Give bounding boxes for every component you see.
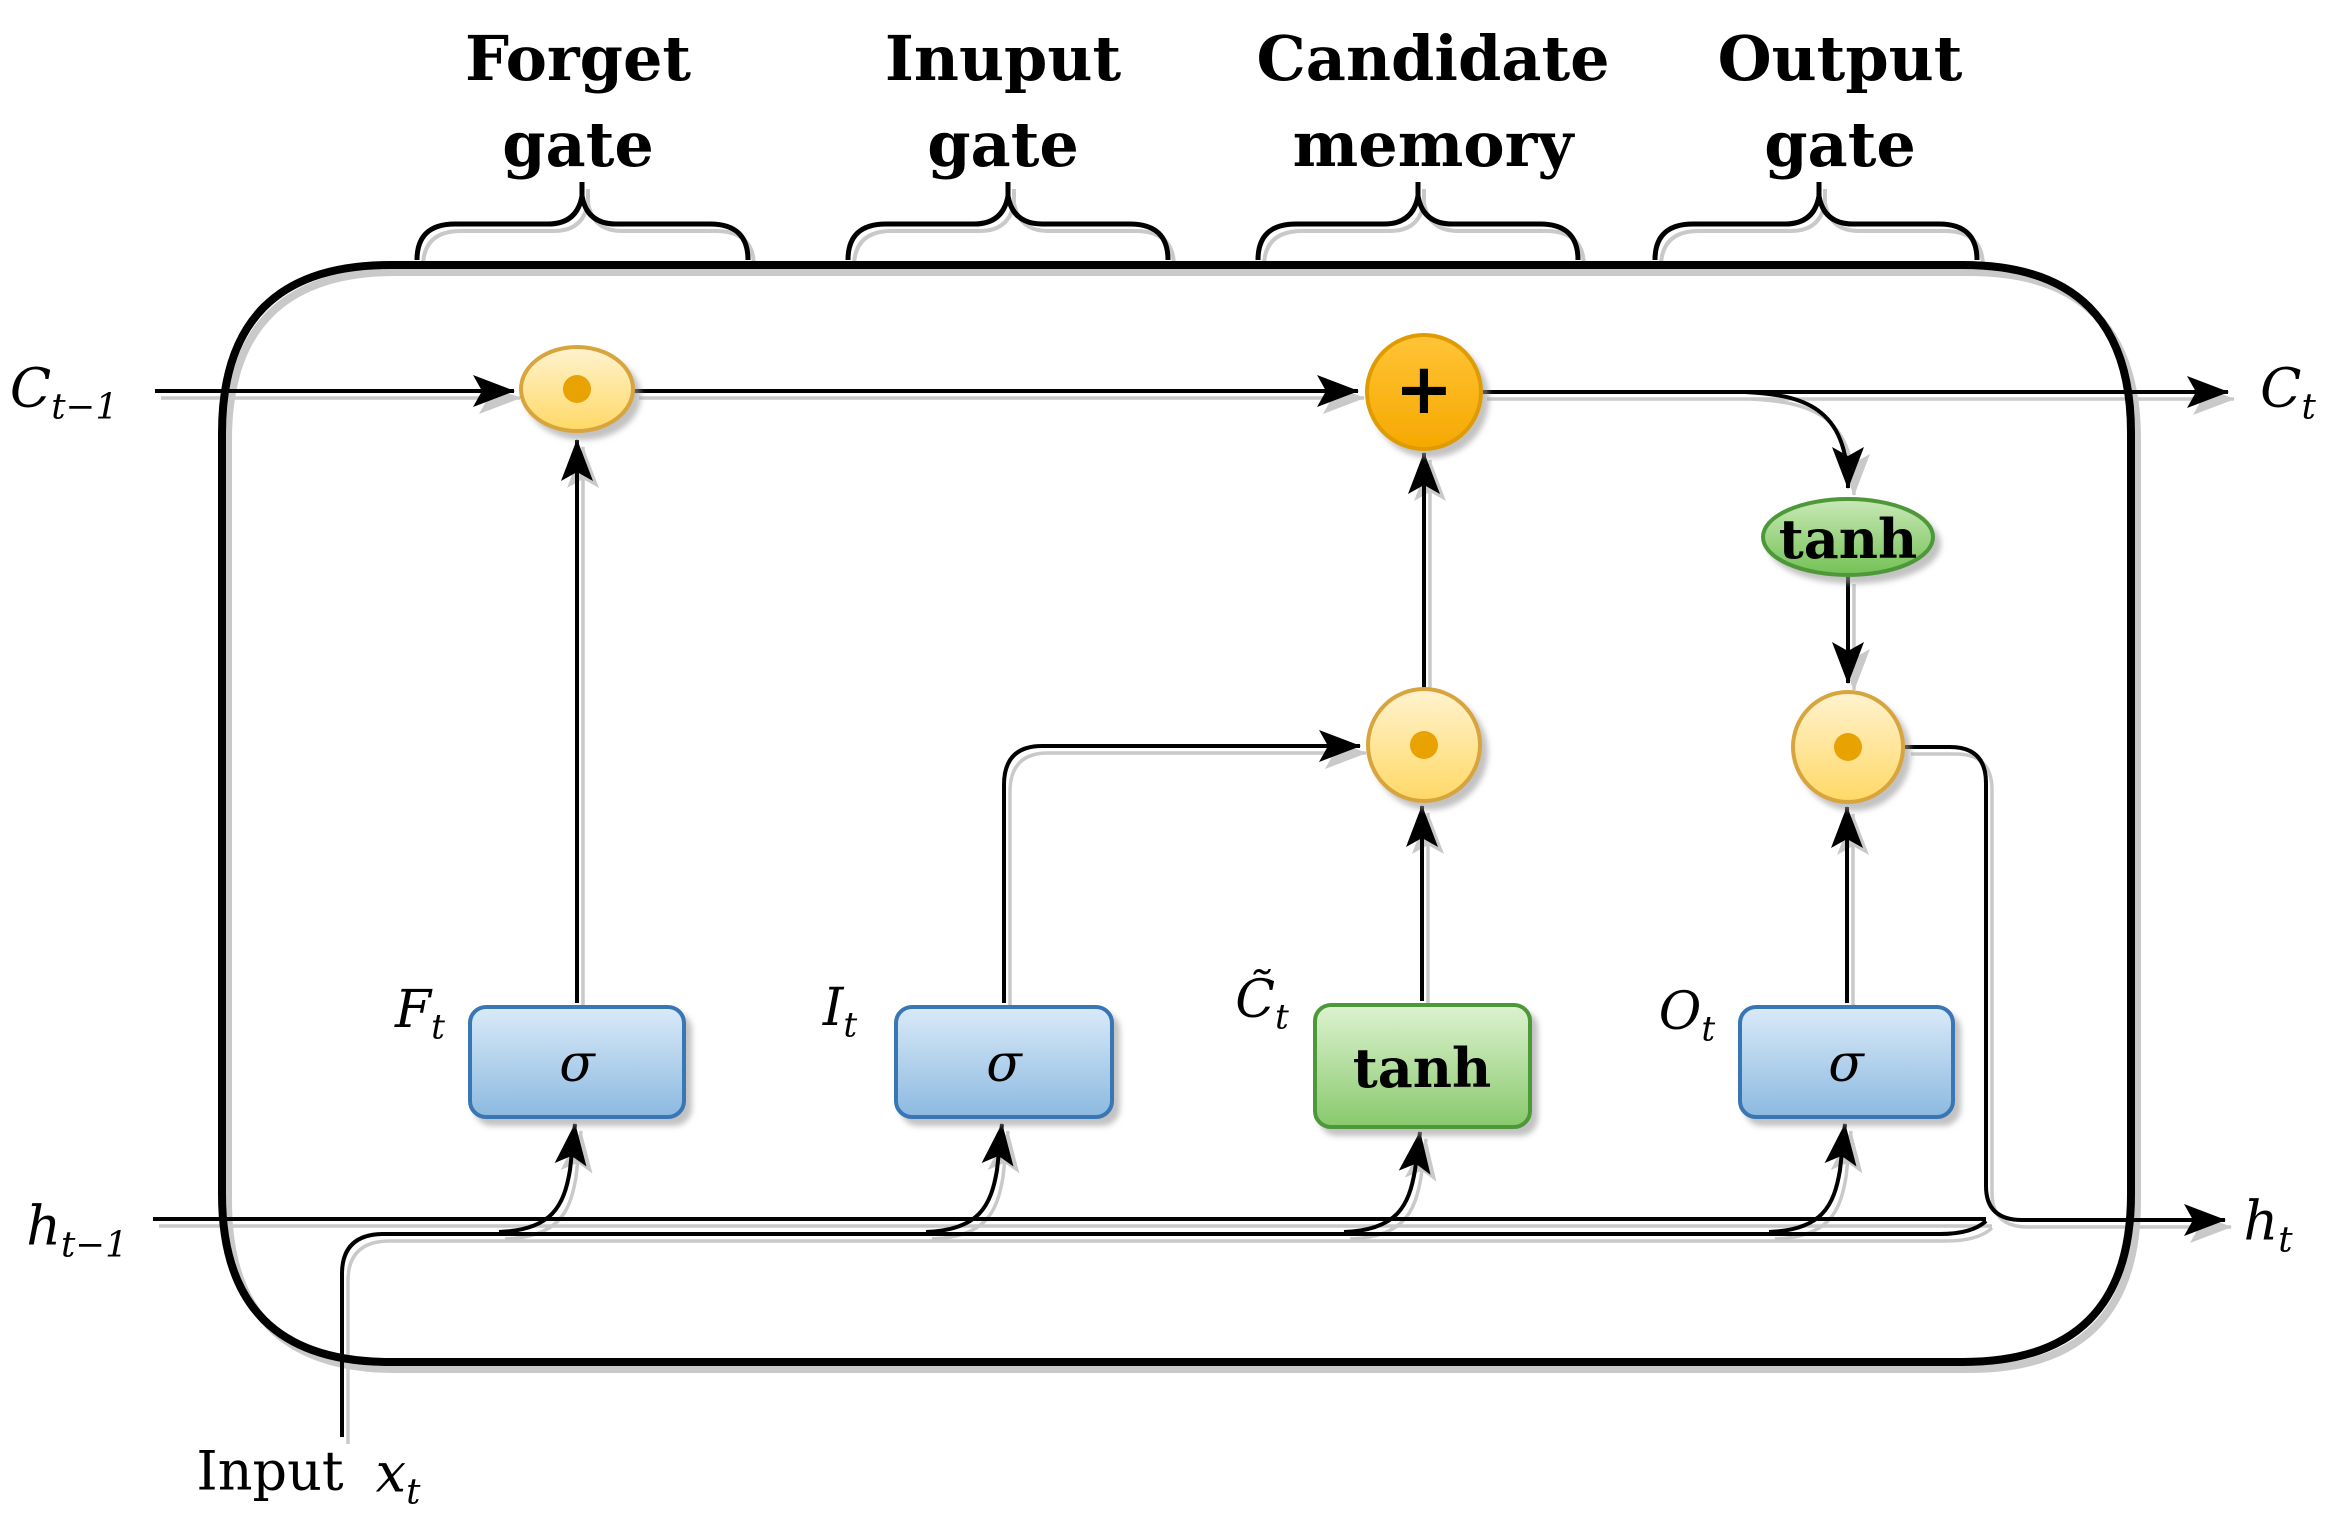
gate-title-candidate: Candidate memory	[1256, 16, 1609, 188]
label-cell-state-in: Ct−1	[9, 356, 118, 425]
connector-lines	[153, 182, 2229, 1437]
input-gate-line	[1002, 730, 1361, 1003]
branch-to-input-sigma	[925, 1123, 1014, 1234]
gate-title-input-line1: Inuput	[884, 22, 1122, 95]
label-input-var: xt	[375, 1441, 421, 1510]
label-cell-state-in-base: C	[9, 356, 52, 420]
brace-input-gate	[845, 182, 1171, 261]
branch-to-forget-sigma	[498, 1123, 587, 1234]
cell-boundary	[218, 261, 2135, 1366]
input-sigma-box	[894, 1005, 1114, 1119]
label-hidden-state-out-sub: t	[2278, 1219, 2293, 1261]
label-cell-state-out-sub: t	[2301, 386, 2316, 428]
sum-node	[1365, 333, 1483, 451]
label-inputgate-var-base: I	[822, 978, 844, 1038]
brace-candidate-memory	[1255, 182, 1581, 261]
forget-multiply-dot	[563, 375, 591, 403]
candidate-tanh-box	[1313, 1003, 1532, 1129]
gate-title-candidate-line1: Candidate	[1256, 22, 1610, 95]
forget-sigma-symbol: σ	[559, 1034, 595, 1094]
label-hidden-state-out: ht	[2243, 1189, 2292, 1258]
input-sigma-symbol: σ	[986, 1034, 1022, 1094]
output-multiply-dot	[1834, 733, 1862, 761]
branch-to-candidate-tanh	[1349, 1138, 1437, 1241]
branch-to-candidate-tanh	[1343, 1131, 1431, 1234]
gate-title-candidate-line2: memory	[1292, 108, 1574, 181]
input-gate-line	[1008, 737, 1367, 1010]
label-forget-var: Ft	[395, 980, 445, 1045]
tanh-activation-symbol: tanh	[1778, 507, 1918, 571]
brace-output-gate	[1652, 182, 1980, 261]
cell-to-tanh-curve	[1744, 390, 1864, 489]
candidate-tanh-symbol: tanh	[1352, 1036, 1492, 1100]
label-output-var-base: O	[1658, 982, 1702, 1042]
label-hidden-state-in-base: h	[26, 1194, 61, 1258]
candidate-multiply-dot	[1410, 731, 1438, 759]
tanh-activation-node	[1761, 497, 1935, 577]
label-hidden-state-in: ht−1	[26, 1194, 128, 1263]
brace-input-gate	[852, 189, 1176, 268]
gate-title-forget-line1: Forget	[464, 22, 692, 95]
input-x-line	[346, 1226, 1994, 1444]
output-to-hidden-elbow	[1911, 752, 2232, 1243]
sum-symbol: +	[1394, 348, 1454, 430]
gate-title-input-line2: gate	[927, 108, 1079, 181]
label-inputgate-var: It	[822, 978, 857, 1043]
branch-to-output-sigma	[1768, 1123, 1857, 1234]
cell-to-tanh-curve	[1750, 397, 1870, 496]
label-candidate-var: C̃t	[1235, 970, 1289, 1035]
brace-candidate-memory	[1262, 189, 1586, 268]
gate-title-forget-line2: gate	[502, 108, 654, 181]
diagram-nodes	[468, 333, 1955, 1129]
label-input-word: Input	[196, 1439, 344, 1503]
label-hidden-state-out-base: h	[2243, 1189, 2279, 1253]
brace-output-gate	[1659, 189, 1985, 268]
label-forget-var-base: F	[395, 980, 432, 1040]
connector-lines-shadow	[159, 189, 2235, 1444]
gate-title-forget: Forget gate	[465, 16, 691, 188]
label-inputgate-var-sub: t	[843, 1005, 858, 1046]
gate-title-output-line2: gate	[1764, 108, 1916, 181]
output-to-hidden-elbow	[1905, 745, 2226, 1236]
gate-title-output-line1: Output	[1717, 22, 1963, 95]
gate-title-output: Output gate	[1718, 16, 1963, 188]
label-cell-state-out-base: C	[2260, 356, 2302, 420]
label-input-var-base: x	[375, 1441, 407, 1505]
gate-title-input: Inuput gate	[885, 16, 1121, 188]
cell-boundary	[224, 268, 2141, 1373]
label-output-var: Ot	[1658, 982, 1715, 1047]
label-hidden-state-in-sub: t−1	[60, 1224, 128, 1266]
label-candidate-var-sub: t	[1275, 997, 1289, 1038]
brace-forget-gate	[414, 182, 751, 261]
label-forget-var-sub: t	[431, 1007, 445, 1048]
label-cell-state-out: Ct	[2260, 356, 2316, 425]
brace-forget-gate	[421, 189, 756, 268]
output-sigma-symbol: σ	[1828, 1034, 1864, 1094]
label-candidate-var-base: C̃	[1235, 970, 1275, 1030]
output-sigma-box	[1738, 1005, 1955, 1119]
label-output-var-sub: t	[1701, 1009, 1716, 1050]
label-input-var-sub: t	[406, 1471, 421, 1513]
label-cell-state-in-sub: t−1	[51, 386, 119, 428]
input-x-line	[340, 1219, 1988, 1437]
forget-sigma-box	[468, 1005, 686, 1119]
